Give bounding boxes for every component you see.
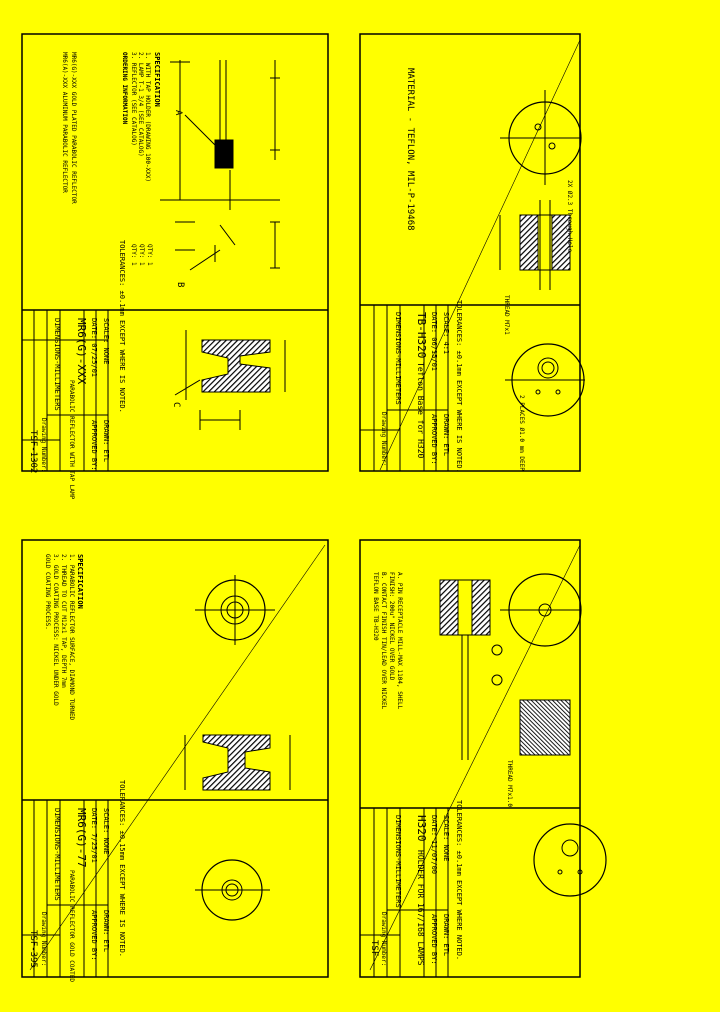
spec-heading: SPECIFICATION [76, 554, 84, 609]
spec-line: 2. THREAD TO CUT M12x1 TAP, DEPTH 7mm [60, 554, 67, 688]
specification-block: SPECIFICATION 1. WITH TAP HOLDER (DRAWIN… [61, 52, 161, 266]
sheet-bottom-left: SCALE: NONE DRAWN: ETL DATE: 7/25/01 APP… [21, 539, 329, 982]
order-line: MR6(A)-XXX ALUMINUM PARABOLIC REFLECTOR [61, 52, 68, 193]
tolerances-note: TOLERANCES: ±0.1mm EXCEPT WHERE NOTED. [455, 800, 463, 960]
drawing-number: TSF- [369, 940, 379, 962]
units-text: DIMENSIONS-MILLIMETERS [394, 312, 402, 405]
drawn-text: DRAWN: ETL [102, 420, 110, 462]
drawing-number-label: Drawing Number: [40, 912, 47, 966]
title-block: SCALE: NONE DRAWN: ETL DATE: 7/25/01 APP… [22, 799, 328, 982]
note-line: TEFLON BASE TB-H320 [372, 572, 379, 641]
part-number: TB-H320 [415, 312, 428, 358]
qty-text: QTY: 1 [130, 244, 137, 266]
tolerances-note: TOLERANCES: ±0.1mm EXCEPT WHERE IS NOTED… [118, 240, 126, 413]
note-line: FINISH: 200u" NICKEL OVER GOLD [388, 572, 395, 681]
approved-text: APPROVED BY: [90, 910, 98, 961]
drawing-number: TSF-395 [28, 930, 38, 968]
approved-text: APPROVED BY: [90, 420, 98, 471]
reflector-front-view [195, 575, 275, 645]
material-note: MATERIAL - TEFLON, MIL-P-19468 [405, 68, 415, 231]
spec-line: 1. WITH TAP HOLDER (DRAWING 100-XXX) [144, 52, 151, 182]
places-note: 2 PLACES Ø1.0 mm DEEP [518, 395, 525, 471]
approved-text: APPROVED BY: [430, 914, 438, 965]
part-description: PARABOLIC REFLECTOR GOLD COATED [68, 870, 75, 982]
scale-text: SCALE: NONE [442, 815, 450, 861]
part-number: H320 [415, 815, 428, 842]
holder-section [439, 579, 571, 760]
note-line: B. CONTACT FINISH TIN/LEAD OVER NICKEL [380, 572, 387, 710]
spec-line: GOLD COATING PROCESS. [44, 554, 51, 630]
date-text: DATE: 07/25/01 [90, 318, 98, 377]
note-line: A. PIN RECEPTACLE MILL-MAX 1104, SHELL [396, 572, 403, 710]
leader-line [29, 544, 326, 971]
base-top-view [500, 90, 582, 185]
leader-line [379, 39, 581, 471]
qty-text: QTY: 1 [138, 244, 145, 266]
date-text: DATE: 06/15/01 [430, 312, 438, 371]
scale-text: SCALE: NONE [102, 318, 110, 364]
base-bottom-view [505, 343, 585, 417]
spec-line: 3. REFLECTOR (SEE CATALOG) [130, 52, 137, 146]
qty-text: QTY: 1 [146, 244, 153, 266]
date-text: DATE: 7/25/01 [90, 808, 98, 863]
units-text: DIMENSIONS-MILLIMETERS [53, 318, 61, 411]
ordering-heading: ORDERING INFORMATION [121, 52, 128, 125]
socket-drawing [175, 221, 280, 271]
label-a: A [173, 110, 183, 116]
holder-top-view [500, 573, 582, 647]
label-c: C [171, 402, 181, 407]
drawn-text: DRAWN: ETL [102, 910, 110, 952]
reflector-back-view [195, 859, 270, 921]
notes-block: A. PIN RECEPTACLE MILL-MAX 1104, SHELL F… [372, 572, 403, 710]
leader-line [369, 544, 581, 971]
specification-block: SPECIFICATION 1. PARABOLIC REFLECTOR SUR… [44, 554, 84, 721]
spec-line: 1. PARABOLIC REFLECTOR SURFACE, DIAMOND … [68, 554, 75, 721]
reflector-section [184, 734, 291, 791]
units-text: DIMENSIONS-MILLIMETERS [53, 808, 61, 901]
spec-line: 2. LAMP T-1 3/4 (SEE CATALOG) [137, 52, 144, 157]
reflector-drawing [174, 330, 286, 430]
order-line: MR6(G)-XXX GOLD PLATED PARABOLIC REFLECT… [70, 52, 77, 204]
date-text: DATE: 11/07/00 [430, 815, 438, 874]
part-number: MR6(G)-XXX [75, 318, 88, 385]
sheet-bottom-right: SCALE: NONE DRAWN: ETL DATE: 11/07/00 AP… [359, 539, 607, 978]
sheet-top-right: SCALE: 4:1 DRAWN: ETL DATE: 06/15/01 APP… [359, 33, 585, 473]
callout-a-icon [491, 644, 503, 656]
lamp-drawing [160, 60, 280, 210]
drawn-text: DRAWN: ETL [442, 914, 450, 956]
label-b: B [175, 282, 185, 287]
drawing-number-label: Drawing Number: [380, 912, 387, 966]
part-number: MR6(G)-77 [75, 808, 88, 868]
part-description: HOLDER FOR 167/168 LAMPS [416, 850, 425, 966]
approved-text: APPROVED BY: [430, 414, 438, 465]
tolerances-note: TOLERANCES: ±0.15mm EXCEPT WHERE IS NOTE… [118, 780, 126, 957]
drawing-number-label: Drawing Number: [380, 412, 387, 466]
drawing-number: TSF-1302 [28, 430, 38, 473]
scale-text: SCALE: NONE [102, 808, 110, 854]
callout-b-icon [491, 674, 503, 686]
scale-text: SCALE: 4:1 [442, 312, 450, 354]
title-block: SCALE: 4:1 DRAWN: ETL DATE: 06/15/01 APP… [360, 304, 580, 471]
base-side-section [499, 200, 571, 290]
holder-bottom-view [533, 823, 607, 897]
part-description: Teflon Base for H320 [416, 362, 425, 459]
units-text: DIMENSIONS-MILLIMETERS [394, 815, 402, 908]
thread-note: THREAD M7x1 [503, 295, 510, 335]
sheet-top-left: SCALE: NONE DRAWN: ETL DATE: 07/25/01 AP… [21, 33, 329, 500]
title-block: SCALE: NONE DRAWN: ETL DATE: 11/07/00 AP… [360, 807, 580, 977]
spec-line: 3. GOLD COATING PROCESS: NICKEL UNDER GO… [52, 554, 59, 706]
spec-heading: SPECIFICATION [153, 52, 161, 107]
tolerances-note: TOLERANCES: ±0.1mm EXCEPT WHERE IS NOTED… [455, 300, 463, 473]
drawn-text: DRAWN: ETL [442, 414, 450, 456]
thread-note: THREAD M7x1.0 [506, 760, 513, 807]
title-block: SCALE: NONE DRAWN: ETL DATE: 07/25/01 AP… [22, 309, 328, 500]
hole-note: 2X Ø2.3 Through Hole [566, 180, 573, 253]
drawing-number-label: Drawing Number: [40, 418, 47, 472]
part-description: PARABOLIC REFLECTOR WITH TAP LAMP [68, 380, 75, 500]
